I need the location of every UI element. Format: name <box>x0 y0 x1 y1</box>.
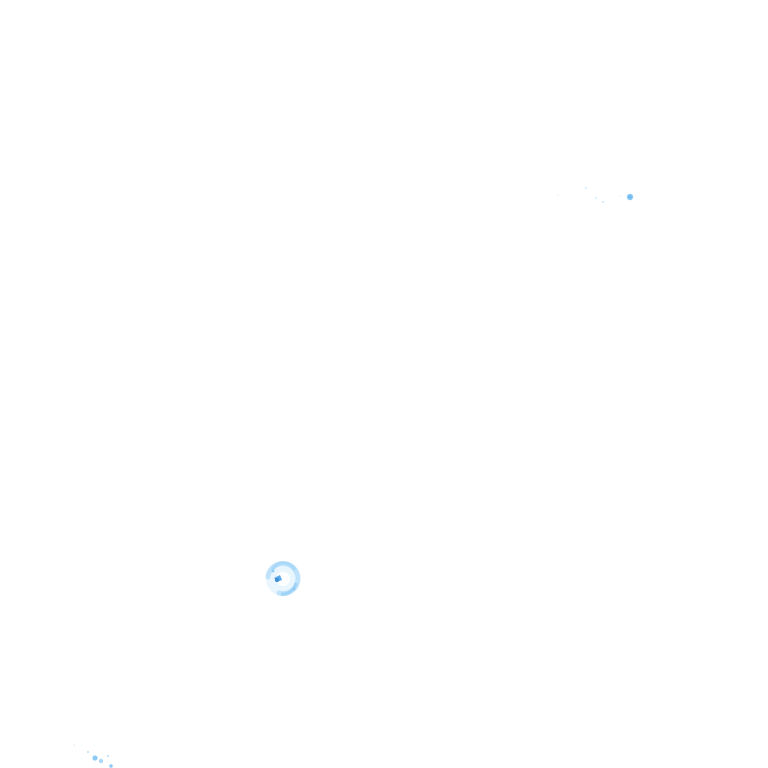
speck <box>92 755 98 761</box>
swirl-icon <box>265 561 301 596</box>
top-speck-cluster <box>557 187 634 203</box>
bottom-speck-cluster <box>73 744 113 768</box>
speck <box>557 194 559 196</box>
speck <box>86 750 90 754</box>
speck <box>109 764 113 768</box>
speck <box>106 754 110 758</box>
speck <box>602 201 604 203</box>
speck <box>595 197 597 199</box>
speck <box>619 195 621 197</box>
speck <box>628 195 632 199</box>
speck <box>98 758 104 764</box>
speck <box>73 744 75 746</box>
speck <box>585 187 587 189</box>
